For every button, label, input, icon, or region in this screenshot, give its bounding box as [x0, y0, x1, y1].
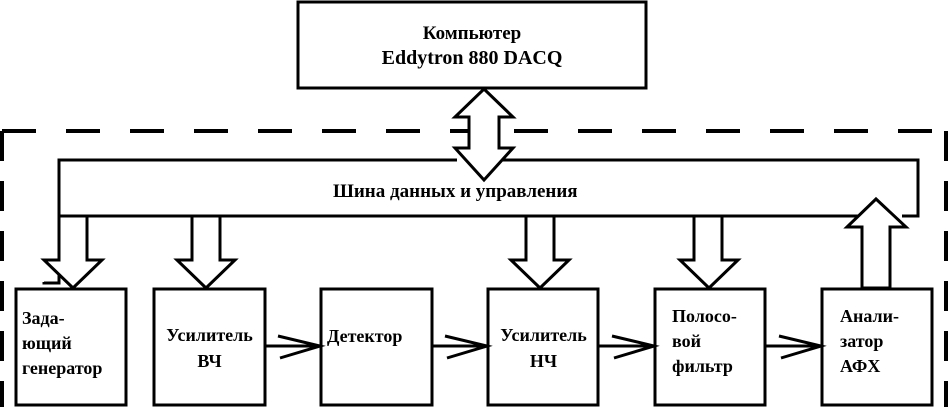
block-hf-amplifier-line2: ВЧ: [197, 351, 222, 371]
block-bandpass-filter-line1: Полосо-: [672, 306, 737, 326]
block-lf-amplifier-line2: НЧ: [529, 351, 558, 371]
block-generator-box: [14, 287, 128, 407]
signal-arrow-hf-to-detector: [265, 334, 326, 360]
arrow-bus-to-bandpass-filter: [676, 214, 742, 291]
block-analyzer-line2: затор: [840, 331, 884, 351]
block-bandpass-filter-line3: фильтр: [672, 356, 733, 376]
block-bandpass-filter-label: Полосо- вой фильтр: [672, 304, 737, 379]
bus-inner-lf-filter: [552, 214, 696, 259]
block-analyzer-label: Анали- затор АФХ: [840, 304, 899, 379]
block-bandpass-filter-line2: вой: [672, 331, 701, 351]
block-lf-amplifier-label: Усилитель НЧ: [486, 322, 601, 374]
computer-label-line2: Eddytron 880 DACQ: [381, 47, 563, 69]
bus-outer-line-right: [501, 158, 920, 218]
signal-arrow-filter-to-analyzer: [765, 334, 827, 360]
arrow-analyzer-to-bus: [843, 196, 910, 290]
block-hf-amplifier-label: Усилитель ВЧ: [152, 322, 267, 374]
block-analyzer-line3: АФХ: [840, 356, 881, 376]
bus-inner-gen-hf: [85, 214, 194, 259]
bus-label: Шина данных и управления: [333, 181, 578, 202]
dashed-enclosure: [0, 129, 948, 407]
block-hf-amplifier-line1: Усилитель: [166, 325, 253, 345]
bus-inner-filter-analyzer: [720, 214, 858, 259]
block-generator-line1: Зада-: [22, 308, 65, 328]
block-analyzer-line1: Анали-: [840, 306, 899, 326]
computer-box: [296, 0, 648, 90]
block-generator-label: Зада- ющий генератор: [22, 306, 102, 381]
block-lf-amplifier-line1: Усилитель: [500, 325, 587, 345]
block-hf-amplifier-box: [152, 287, 267, 407]
block-analyzer-box: [820, 287, 934, 407]
computer-label-line1: Компьютер: [422, 23, 522, 44]
block-generator-line2: ющий: [22, 333, 72, 353]
arrow-bus-to-lf-amplifier: [507, 214, 573, 291]
signal-arrow-lf-to-filter: [598, 334, 660, 360]
block-detector-label: Детектор: [327, 324, 402, 348]
bidirectional-arrow: [451, 86, 517, 183]
arrow-bus-to-hf-amplifier: [173, 214, 239, 291]
block-detector-line1: Детектор: [327, 326, 403, 346]
computer-title: Компьютер Eddytron 880 DACQ: [298, 22, 646, 70]
arrow-bus-to-generator: [40, 214, 106, 291]
block-generator-line3: генератор: [22, 358, 103, 378]
signal-arrows: [265, 334, 827, 360]
signal-arrow-detector-to-lf: [432, 334, 493, 360]
bus-outer-line: [42, 158, 457, 285]
bus-inner-hf-lf: [218, 214, 528, 259]
block-lf-amplifier-box: [486, 287, 600, 407]
